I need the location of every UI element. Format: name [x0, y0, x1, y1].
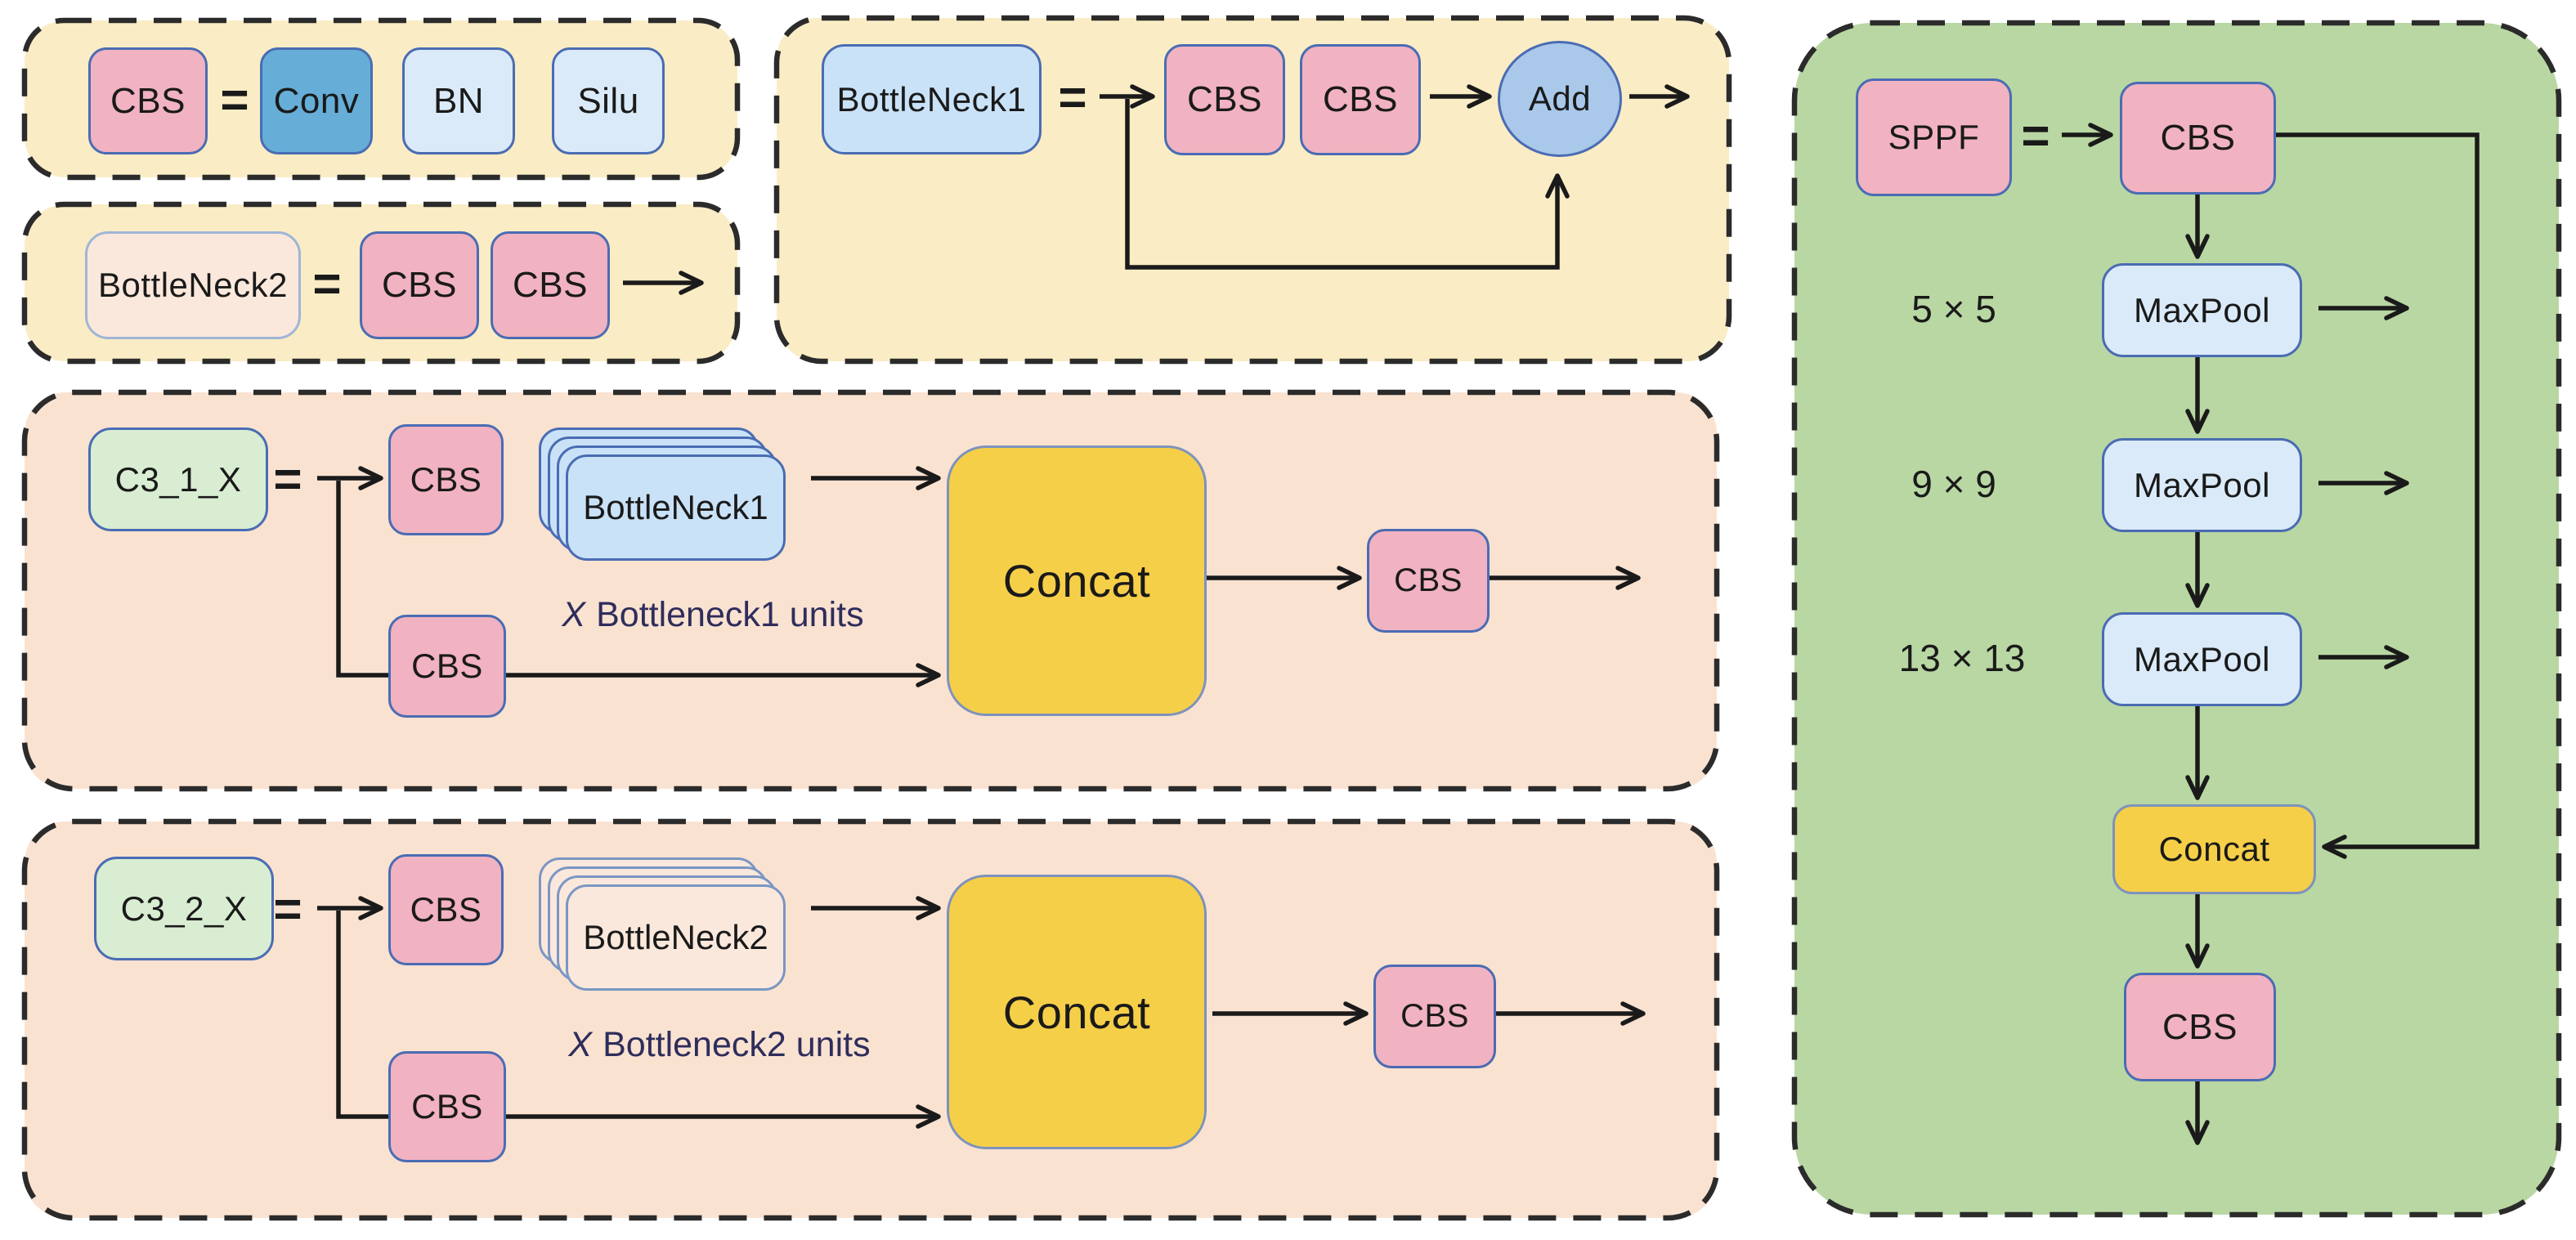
cbs-label: CBS: [1323, 79, 1398, 119]
cbs-label: CBS: [411, 647, 483, 685]
bottleneck1-stack: BottleNeck1: [539, 428, 786, 561]
units-x: X: [562, 595, 586, 634]
cbs-label: CBS: [110, 80, 186, 121]
cbs-block: CBS: [388, 1051, 506, 1162]
bottleneck2-title-block: BottleNeck2: [85, 231, 301, 339]
add-node: Add: [1498, 41, 1622, 157]
cbs-label: CBS: [1400, 998, 1469, 1034]
maxpool-block: MaxPool: [2102, 263, 2302, 357]
cbs-label: CBS: [1187, 79, 1262, 119]
bottleneck2-stack: BottleNeck2: [539, 857, 786, 991]
add-label: Add: [1528, 79, 1592, 118]
cbs-block: CBS: [388, 854, 504, 965]
bottleneck2-units-caption: X Bottleneck2 units: [568, 1025, 870, 1065]
concat-block: Concat: [947, 445, 1207, 716]
sppf-title-label: SPPF: [1888, 118, 1980, 156]
units-text: Bottleneck1 units: [596, 595, 864, 634]
cbs-block: CBS: [1164, 44, 1285, 155]
equals-sign: =: [273, 451, 302, 507]
maxpool-label: MaxPool: [2134, 639, 2270, 678]
bottleneck1-title-block: BottleNeck1: [822, 44, 1042, 154]
branch-c32-skip: [336, 911, 941, 1129]
branch-c31-skip: [336, 481, 941, 687]
panel-cbs-definition-border: [21, 17, 741, 181]
cbs-block: CBS: [388, 424, 504, 535]
bn-label: BN: [432, 80, 485, 121]
cbs-label: CBS: [2162, 1006, 2238, 1047]
cbs-block: CBS: [1373, 965, 1496, 1068]
skip-line-sppf: [2271, 132, 2480, 859]
cbs-label: CBS: [1394, 562, 1463, 598]
maxpool-block: MaxPool: [2102, 438, 2302, 532]
maxpool-block: MaxPool: [2102, 612, 2302, 706]
equals-sign: =: [312, 256, 342, 311]
concat-block: Concat: [947, 875, 1207, 1149]
cbs-block: CBS: [491, 231, 610, 339]
cbs-block: CBS: [88, 47, 208, 154]
cbs-label: CBS: [411, 1087, 483, 1126]
panel-bottleneck1-definition-border: [773, 15, 1732, 365]
units-text: Bottleneck2 units: [603, 1025, 871, 1064]
stack-card-front: BottleNeck1: [566, 454, 786, 561]
skip-line-bn1: [1125, 99, 1570, 270]
sppf-title-block: SPPF: [1856, 78, 2012, 196]
concat-block: Concat: [2112, 804, 2316, 894]
equals-sign: =: [1058, 69, 1087, 125]
conv-block: Conv: [260, 47, 373, 154]
silu-block: Silu: [552, 47, 665, 154]
conv-label: Conv: [273, 80, 360, 121]
units-x: X: [568, 1025, 593, 1064]
cbs-label: CBS: [2160, 118, 2236, 158]
maxpool-label: MaxPool: [2134, 290, 2270, 329]
equals-sign: =: [273, 881, 302, 937]
equals-sign: =: [2021, 108, 2050, 163]
silu-label: Silu: [577, 80, 639, 121]
bottleneck1-units-caption: X Bottleneck1 units: [562, 595, 863, 635]
c3-2-x-title-block: C3_2_X: [94, 857, 274, 960]
maxpool-label: MaxPool: [2134, 465, 2270, 504]
cbs-block: CBS: [2124, 973, 2276, 1081]
cbs-label: CBS: [513, 265, 588, 305]
cbs-block: CBS: [388, 615, 506, 718]
concat-label: Concat: [1002, 555, 1151, 607]
bottleneck1-title-label: BottleNeck1: [836, 79, 1027, 119]
cbs-label: CBS: [410, 460, 482, 499]
cbs-block: CBS: [1367, 529, 1490, 633]
c3-1-x-title-label: C3_1_X: [114, 459, 242, 499]
cbs-label: CBS: [382, 265, 457, 305]
equals-sign: =: [220, 72, 249, 128]
cbs-block: CBS: [1300, 44, 1421, 155]
concat-label: Concat: [1002, 986, 1151, 1038]
cbs-label: CBS: [410, 890, 482, 929]
c3-2-x-title-label: C3_2_X: [120, 889, 248, 928]
bn-block: BN: [402, 47, 515, 154]
pool2-kernel-size: 9 × 9: [1911, 463, 1996, 505]
pool3-kernel-size: 13 × 13: [1898, 637, 2026, 679]
panel-c3-1-x-border: [21, 389, 1720, 792]
cbs-block: CBS: [360, 231, 479, 339]
bottleneck2-stack-label: BottleNeck2: [583, 918, 768, 956]
bottleneck1-stack-label: BottleNeck1: [583, 488, 768, 526]
panel-c3-2-x-border: [21, 818, 1720, 1221]
stack-card-front: BottleNeck2: [566, 884, 786, 991]
concat-label: Concat: [2158, 830, 2270, 868]
bottleneck2-title-label: BottleNeck2: [98, 266, 288, 304]
cbs-block: CBS: [2120, 82, 2276, 195]
c3-1-x-title-block: C3_1_X: [88, 428, 268, 531]
panel-bottleneck2-definition-border: [21, 201, 741, 365]
pool1-kernel-size: 5 × 5: [1911, 288, 1996, 330]
